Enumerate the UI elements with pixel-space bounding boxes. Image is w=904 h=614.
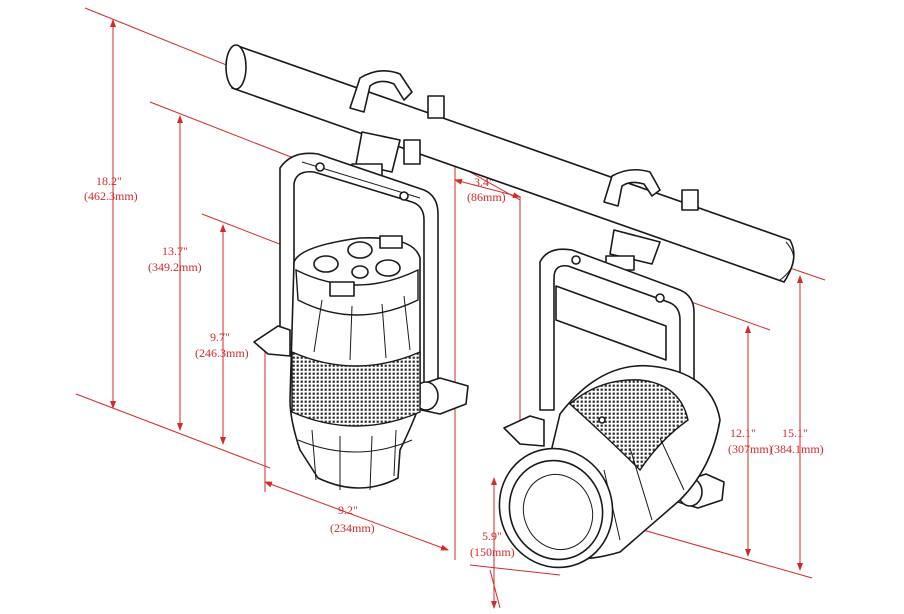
rear-three-quarter-view [253,70,469,491]
yoke-height-imperial: 12.1" [730,426,756,440]
overall-height-metric: (462.3mm) [84,189,138,203]
mounting-pipe-icon [225,44,795,283]
yoke-icon [539,248,695,481]
body-height-imperial: 13.7" [162,244,188,258]
overall-height-imperial: 18.2" [96,174,122,188]
lens-diameter-metric: (150mm) [470,545,515,559]
c-clamp-icon [349,70,445,183]
knob-icon [253,325,469,415]
lamp-height-imperial: 9.7" [210,330,230,344]
total-height-right-imperial: 15.1" [782,426,808,440]
yoke-height-metric: (307mm) [728,442,773,456]
yoke-icon [279,152,439,393]
dimension-labels: 18.2" (462.3mm) 13.7" (349.2mm) 9.7" (24… [84,174,824,559]
dimension-lines [75,7,826,609]
body-height-metric: (349.2mm) [148,260,202,274]
clamp-offset-metric: (86mm) [467,190,506,204]
total-height-right-metric: (384.1mm) [770,442,824,456]
width-imperial: 9.2" [338,503,358,517]
knob-icon [503,415,725,509]
fixture-body-icon [289,235,421,491]
width-metric: (234mm) [330,521,375,535]
front-three-quarter-view [498,168,725,569]
lens-diameter-imperial: 5.9" [482,529,502,543]
lens-icon [498,447,614,569]
lamp-height-metric: (246.3mm) [195,346,249,360]
